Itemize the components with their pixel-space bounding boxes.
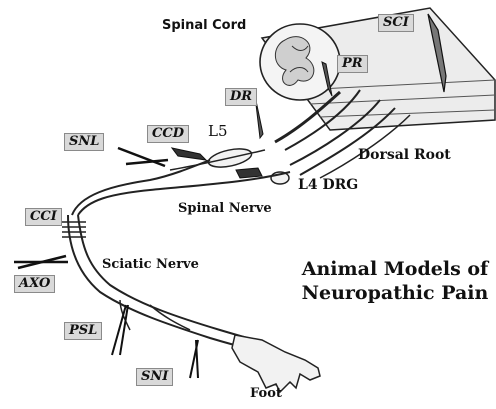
model-tag-dr: DR: [225, 88, 257, 106]
sni-scissors-icon: [190, 340, 198, 378]
model-tag-cci: CCI: [25, 208, 62, 226]
model-tag-psl: PSL: [64, 322, 102, 340]
foot-drawing: [232, 335, 320, 392]
dorsal-root-label: Dorsal Root: [358, 148, 451, 162]
l4-drg-label: L4 DRG: [298, 178, 358, 192]
model-tag-sci: SCI: [378, 14, 414, 32]
l5-label: L5: [208, 124, 228, 139]
cci-ligature-icon: [62, 222, 86, 237]
model-tag-ccd: CCD: [147, 125, 189, 143]
psl-forceps-icon: [112, 305, 128, 355]
ccd-rod-icon: [172, 148, 206, 160]
axo-scissors-icon: [14, 256, 68, 268]
diagram-title: Animal Models of Neuropathic Pain: [300, 258, 490, 306]
spinal-nerve-label: Spinal Nerve: [178, 202, 272, 215]
title-line-2: Neuropathic Pain: [300, 282, 490, 306]
model-tag-snl: SNL: [64, 133, 104, 151]
foot-label: Foot: [250, 387, 282, 400]
model-tag-pr: PR: [337, 55, 368, 73]
model-tag-axo: AXO: [14, 275, 55, 293]
sciatic-nerve-label: Sciatic Nerve: [102, 258, 199, 271]
spinal-cord-label: Spinal Cord: [162, 19, 246, 32]
title-line-1: Animal Models of: [300, 258, 490, 282]
snl-scissors-icon: [118, 148, 168, 166]
model-tag-sni: SNI: [136, 368, 173, 386]
l4-rod-icon: [236, 168, 262, 178]
